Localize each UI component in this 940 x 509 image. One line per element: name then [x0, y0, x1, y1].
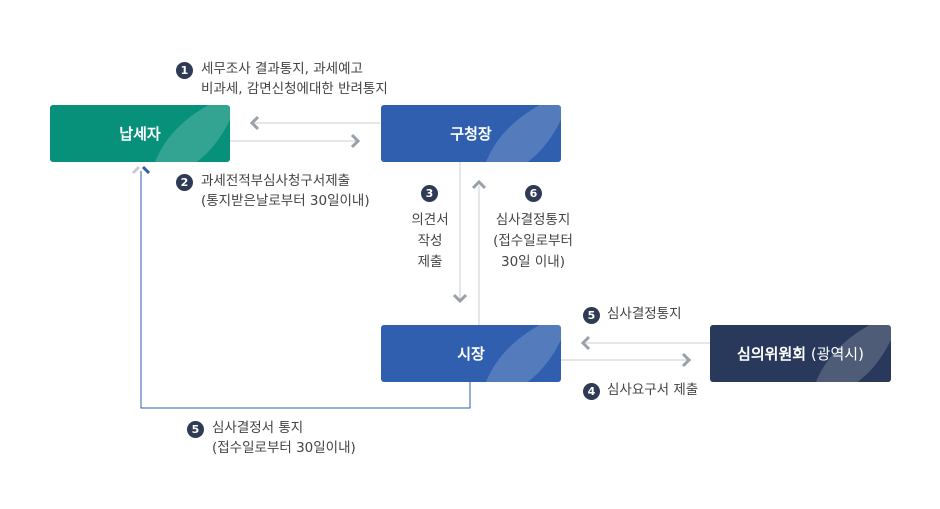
decor-leaf-icon — [155, 105, 230, 162]
step-badge-5: 5 — [583, 307, 600, 324]
committee-sub: (광역시) — [806, 345, 864, 363]
step-2-line2: (통지받은날로부터 30일이내) — [201, 193, 370, 209]
step-5-right-label: 심사결정통지 — [607, 306, 682, 322]
decor-leaf-icon — [486, 105, 561, 162]
committee-label: 심의위원회 (광역시) — [737, 343, 864, 364]
step-6-line1: 심사결정통지 — [495, 212, 571, 228]
step-3-line2: 작성 — [417, 233, 443, 249]
return-line — [140, 171, 471, 409]
arrow-down-icon — [452, 293, 468, 304]
step-3-line1: 의견서 — [411, 212, 449, 228]
step-badge-3: 3 — [421, 185, 438, 202]
step-5-bottom-line1: 심사결정서 통지 — [212, 420, 304, 436]
arrow-right-icon — [350, 133, 361, 149]
committee-main: 심의위원회 — [737, 345, 807, 363]
taxpayer-label: 납세자 — [119, 125, 161, 143]
decor-leaf-icon — [816, 325, 891, 382]
step-2-line1: 과세전적부심사청구서제출 — [201, 173, 351, 189]
step-1-line2: 비과세, 감면신청에대한 반려통지 — [201, 81, 388, 97]
step-6-line2: (접수일로부터 — [493, 233, 573, 249]
mayor-node: 시장 — [381, 325, 561, 382]
step-6-line3: 30일 이내) — [501, 254, 565, 270]
step-1-line1: 세무조사 결과통지, 과세예고 — [201, 61, 363, 77]
district-head-node: 구청장 — [381, 105, 561, 162]
district-head-label: 구청장 — [450, 125, 492, 143]
arrow-up-left-half — [131, 165, 141, 175]
taxpayer-node: 납세자 — [50, 105, 230, 162]
step-badge-6: 6 — [525, 185, 542, 202]
step-badge-1: 1 — [176, 62, 193, 79]
step-4-label: 심사요구서 제출 — [607, 382, 699, 398]
arrow-left-icon — [249, 115, 260, 131]
step-badge-2: 2 — [176, 174, 193, 191]
step-3-line3: 제출 — [417, 254, 443, 270]
mayor-label: 시장 — [457, 345, 485, 363]
committee-node: 심의위원회 (광역시) — [710, 325, 891, 382]
arrow-left-icon — [580, 335, 591, 351]
decor-leaf-icon — [486, 325, 561, 382]
arrow-right-icon — [681, 352, 692, 368]
step-badge-4: 4 — [583, 383, 600, 400]
step-5-bottom-line2: (접수일로부터 30일이내) — [212, 440, 356, 456]
step-badge-5-bottom: 5 — [187, 421, 204, 438]
arrow-up-right-half — [141, 165, 151, 175]
arrow-up-icon — [471, 179, 487, 190]
